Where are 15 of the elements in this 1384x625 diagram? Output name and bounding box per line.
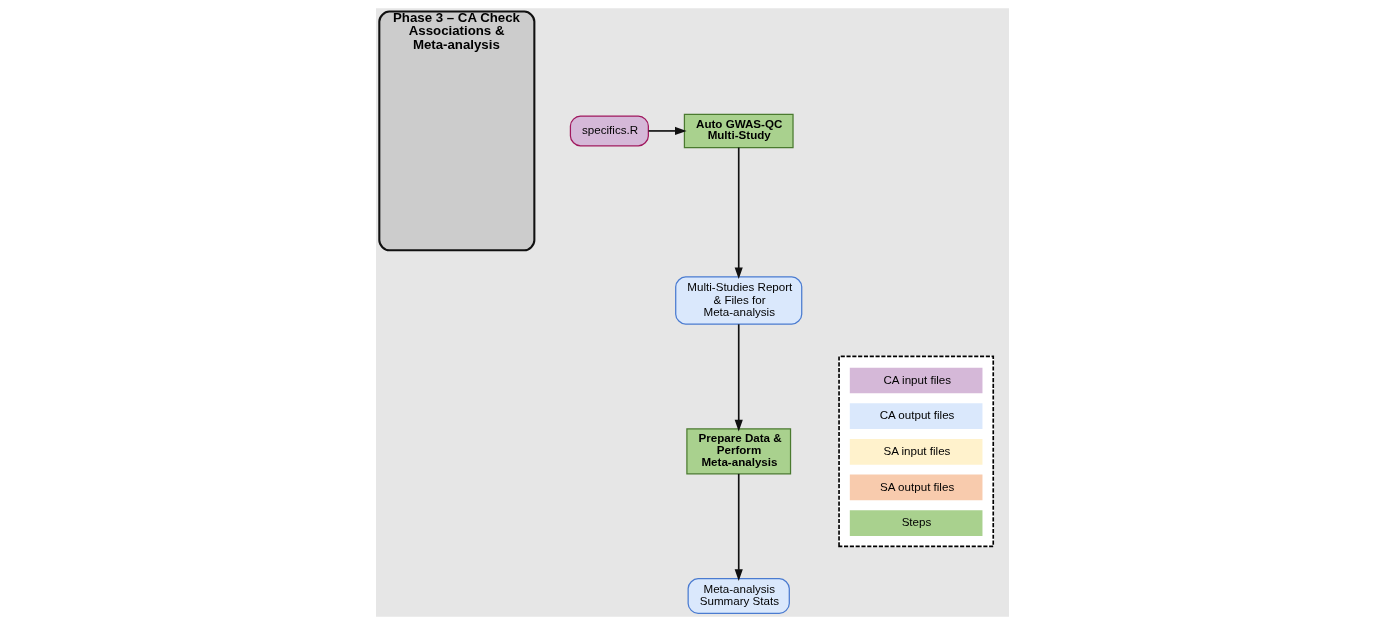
arrow [734, 323, 743, 432]
node-box: specifics.R [569, 115, 649, 147]
node-box: Meta-analysis Summary Stats [687, 578, 790, 615]
arrow [647, 126, 687, 135]
node-box: Prepare Data & Perform Meta-analysis [685, 428, 791, 475]
node-box: Auto GWAS-QC Multi-Study [683, 113, 794, 149]
node-box: Phase 3 – CA Check Associations & Meta-analysis [377, 10, 535, 252]
node-box: Multi-Studies Report & Files for Meta-analysis [674, 276, 802, 325]
legend-label: CA input files [882, 372, 951, 386]
legend-label: Steps [901, 515, 931, 529]
legend-label: SA output files [879, 479, 954, 493]
arrow [734, 473, 743, 581]
legend-label: SA input files [882, 443, 950, 457]
legend-label: CA output files [879, 408, 954, 422]
arrow [734, 146, 743, 280]
